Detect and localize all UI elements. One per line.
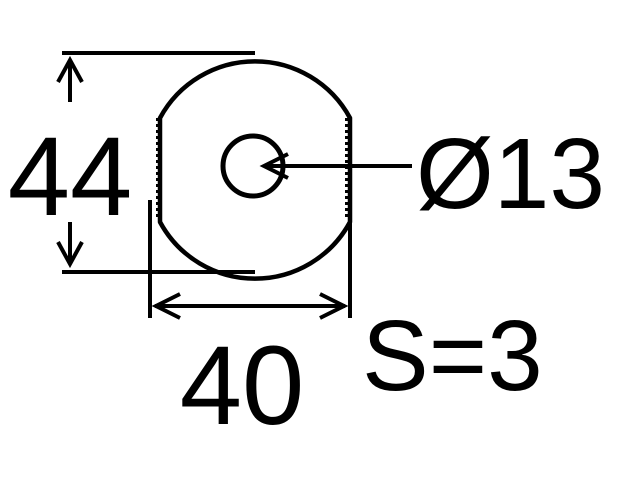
part-outline [157, 59, 353, 281]
width-dimension-line [151, 292, 349, 320]
thickness-label: S=3 [362, 300, 543, 412]
hole-leader-line [259, 152, 412, 180]
hole-diameter-label: Ø13 [416, 118, 605, 230]
height-label: 44 [8, 114, 133, 239]
height-dimension-line [56, 55, 84, 269]
width-label: 40 [180, 323, 305, 448]
